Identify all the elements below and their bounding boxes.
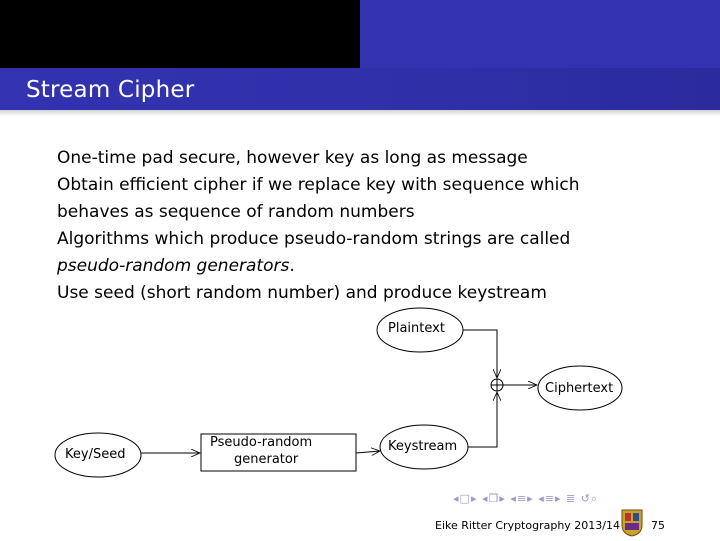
search-icon[interactable]: ↺⌕ (580, 492, 599, 505)
navigation-bar: ◂□▸ ◂❐▸ ◂≡▸ ◂≡▸ ≣ ↺⌕ (453, 492, 598, 506)
nav-prev-section-icon[interactable]: ◂ (510, 492, 517, 505)
body-line-5: pseudo-random generators. (57, 256, 295, 276)
nav-next-subsection-icon[interactable]: ▸ (554, 492, 562, 505)
nav-slide-icon[interactable]: ❐ (488, 492, 500, 505)
ciphertext-label: Ciphertext (545, 381, 614, 396)
plaintext-label: Plaintext (388, 321, 445, 336)
nav-next-frame-icon[interactable]: ▸ (470, 492, 478, 505)
footer-author-course: Eike Ritter Cryptography 2013/14 (435, 519, 621, 532)
nav-prev-subsection-icon[interactable]: ◂ (538, 492, 545, 505)
page-number: 75 (651, 519, 665, 532)
nav-prev-slide-icon[interactable]: ◂ (481, 492, 489, 505)
nav-next-section-icon[interactable]: ▸ (527, 492, 534, 505)
edge-plaintext-xor (463, 329, 497, 378)
nav-frame-icon[interactable]: □ (459, 492, 471, 505)
key-seed-label: Key/Seed (65, 447, 126, 462)
body-line-6: Use seed (short random number) and produ… (57, 283, 547, 303)
body-line-2: Obtain efficient cipher if we replace ke… (57, 175, 580, 195)
keystream-label: Keystream (388, 439, 458, 454)
university-crest-icon (621, 509, 643, 537)
italic-term: pseudo-random generators (57, 256, 290, 276)
key-seed-node (54, 432, 142, 478)
body-line-4: Algorithms which produce pseudo-random s… (57, 229, 571, 249)
edge-prng-keystream (355, 451, 380, 453)
body-line-1: One-time pad secure, however key as long… (57, 148, 528, 168)
prng-node (200, 433, 357, 472)
prng-label-2: generator (234, 452, 299, 467)
header-left-band (0, 0, 360, 68)
ciphertext-node (537, 365, 623, 411)
body-line-3: behaves as sequence of random numbers (57, 202, 415, 222)
prng-label-1: Pseudo-random (210, 435, 313, 450)
title-bar: Stream Cipher (0, 68, 720, 110)
slide-title: Stream Cipher (26, 77, 195, 103)
edge-keystream-xor (468, 392, 497, 448)
nav-subsection-icon[interactable]: ≡ (544, 492, 555, 505)
title-shadow (0, 110, 720, 116)
period: . (289, 256, 295, 276)
nav-outline-icon[interactable]: ≣ (565, 492, 577, 505)
header-right-band (360, 0, 720, 68)
nav-section-icon[interactable]: ≡ (516, 492, 528, 505)
nav-next-slide-icon[interactable]: ▸ (499, 492, 506, 505)
nav-prev-frame-icon[interactable]: ◂ (453, 492, 460, 505)
